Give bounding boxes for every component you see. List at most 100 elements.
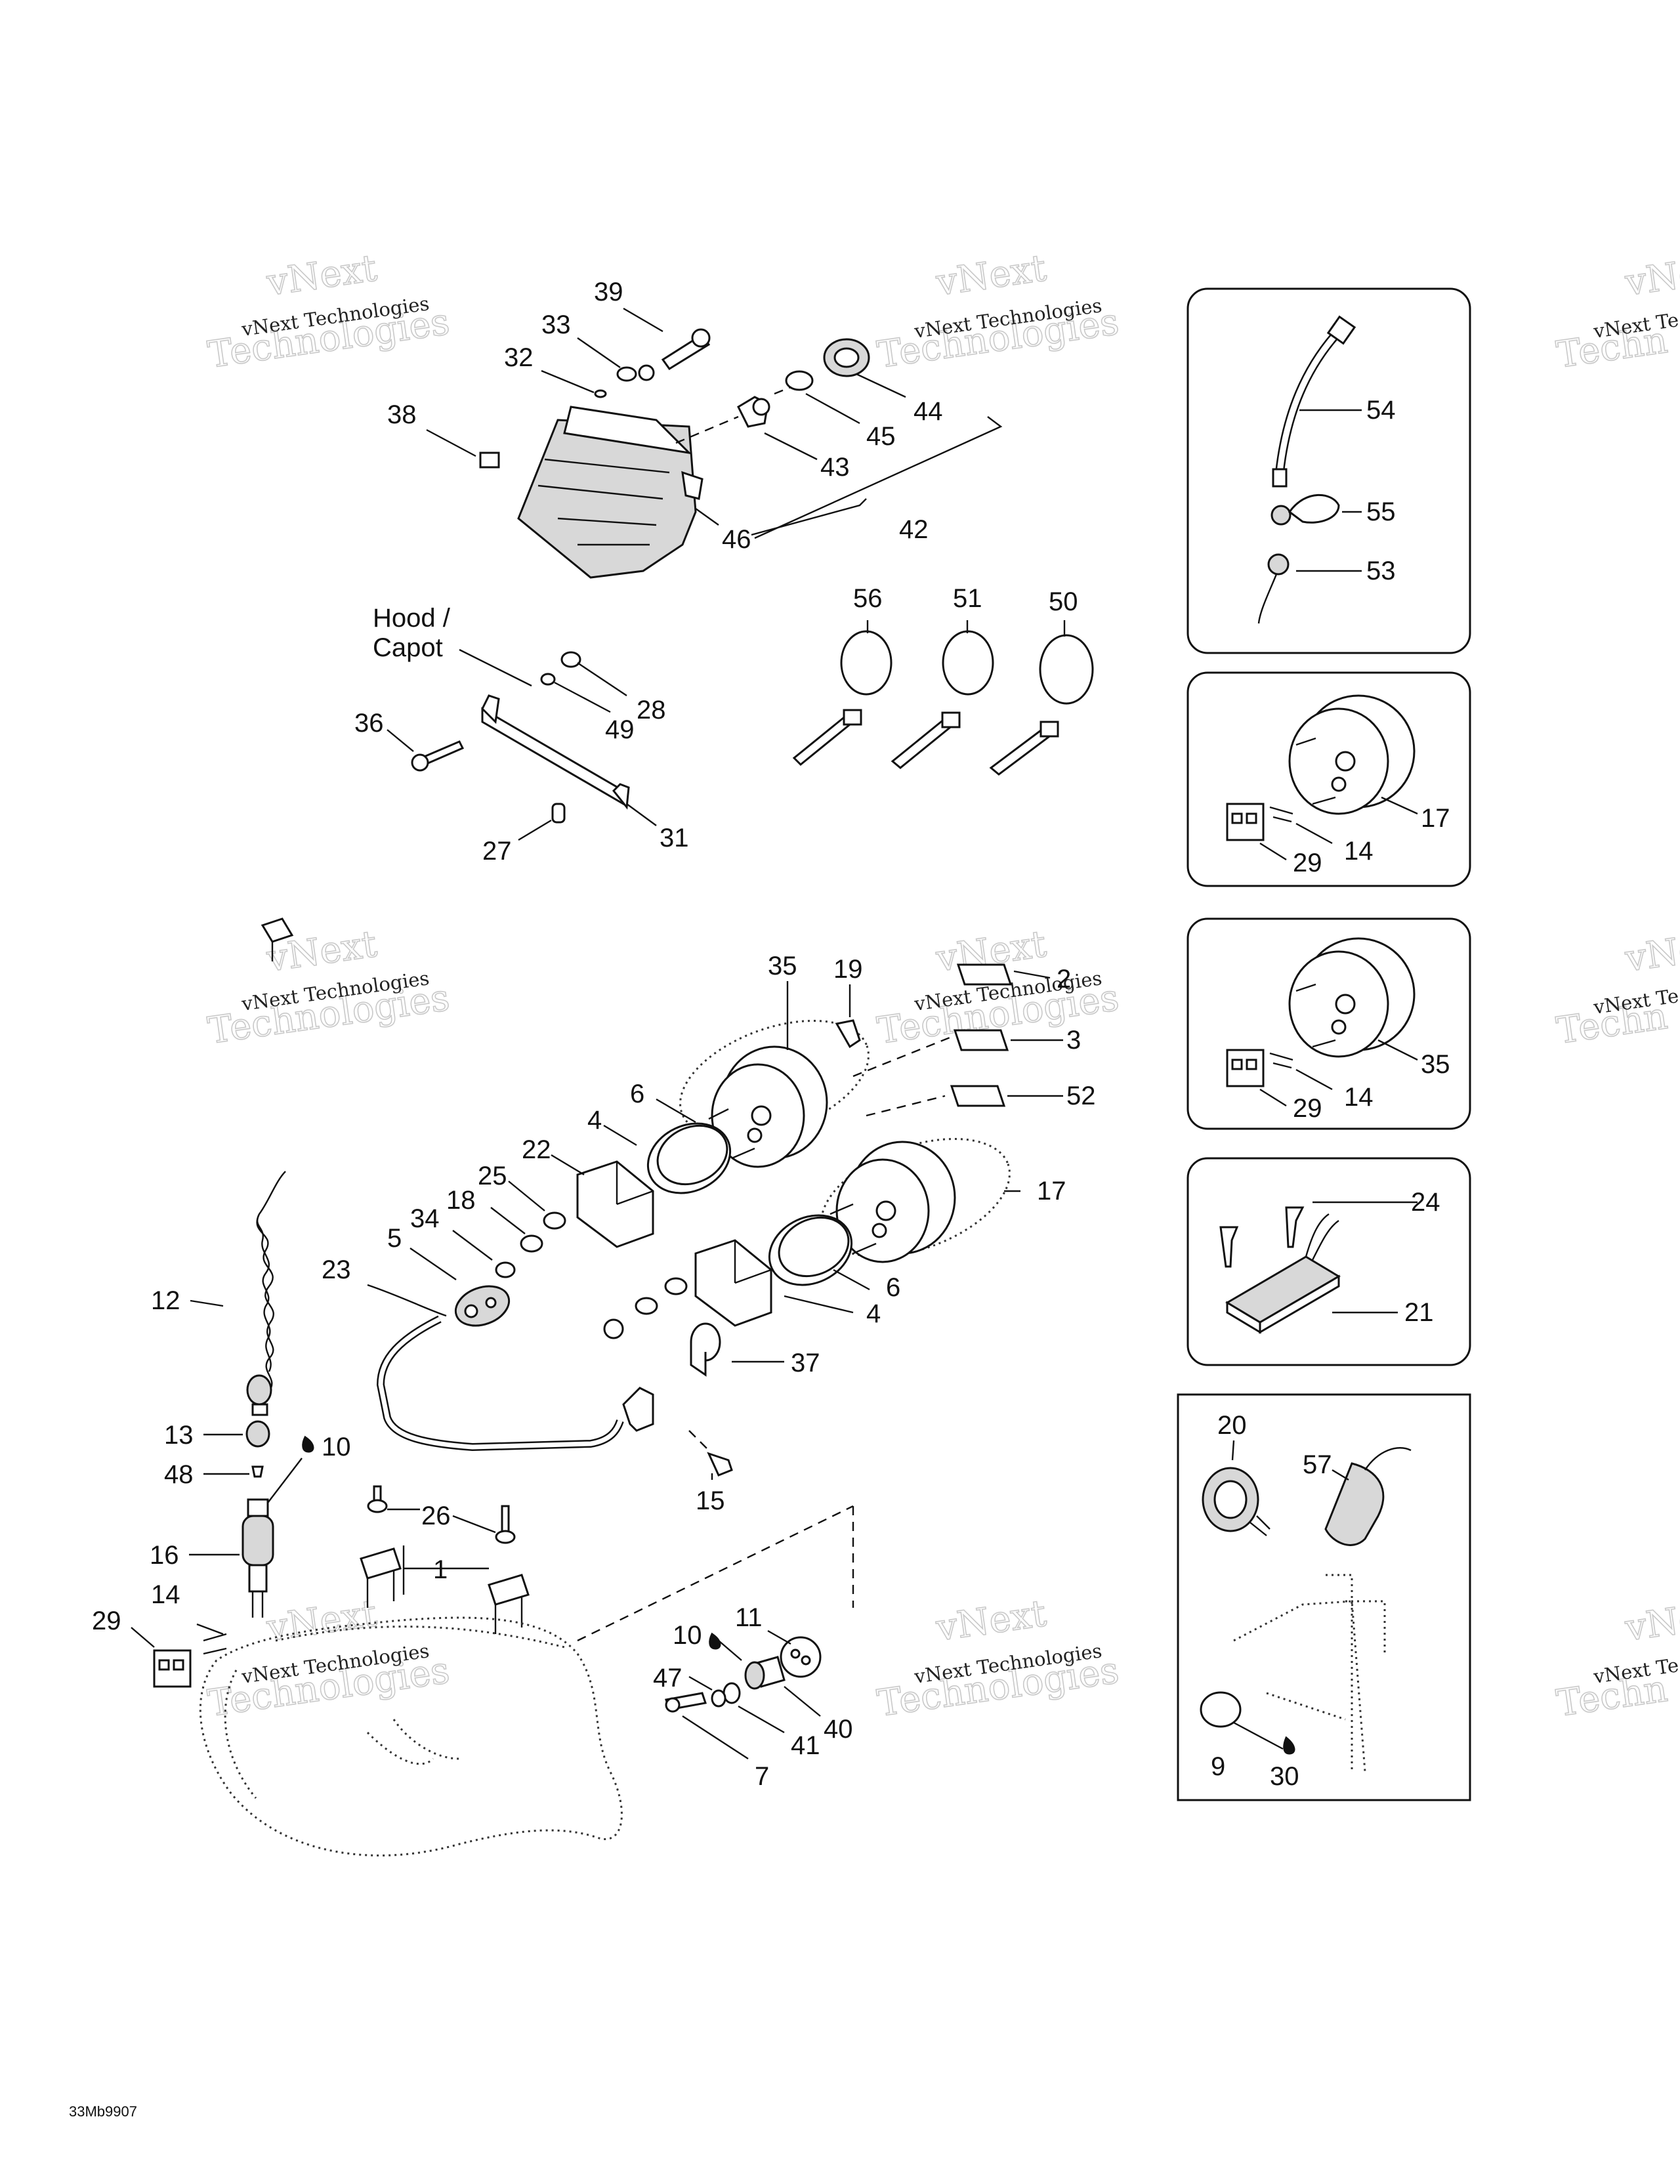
bracket-31 <box>481 707 625 806</box>
callout-28: 28 <box>637 696 666 724</box>
callout-57: 57 <box>1303 1450 1332 1479</box>
svg-text:vNext: vNext <box>933 247 1049 304</box>
grommet-48 <box>251 1465 264 1478</box>
callout-13: 13 <box>164 1421 194 1450</box>
callout-26: 26 <box>421 1502 451 1530</box>
callout-39: 39 <box>594 278 623 306</box>
connector-29a <box>1226 803 1265 841</box>
watermark-mid-left: vNext Technologies vNext Technologies <box>205 922 453 1053</box>
callout-18: 18 <box>446 1186 476 1215</box>
oring-9 <box>1200 1691 1242 1728</box>
regulator-21-detail <box>1219 1201 1418 1334</box>
callout-17: 17 <box>1037 1177 1066 1206</box>
watermark-top-center: vNext Technologies vNext Technologies <box>874 246 1122 377</box>
callout-4b: 4 <box>866 1299 881 1328</box>
bracket-4 <box>694 1239 772 1327</box>
watermark-top-left: vNext Technologies vNext Technologies <box>205 246 453 377</box>
watermark-mid-right: vNe Techn vNext Te <box>1553 927 1680 1053</box>
screw-15 <box>707 1452 733 1477</box>
cable-tie-56 <box>792 630 892 766</box>
svg-text:vNe: vNe <box>1622 252 1680 304</box>
callout-45: 45 <box>866 422 896 451</box>
headlight-housing <box>517 419 697 579</box>
callout-2: 2 <box>1057 965 1071 994</box>
body-16 <box>242 1515 274 1566</box>
callout-35a: 35 <box>1421 1050 1450 1079</box>
hood-label-line2: Capot <box>373 633 443 662</box>
callout-35: 35 <box>768 952 797 980</box>
callout-25: 25 <box>478 1162 507 1190</box>
screw-24b <box>1219 1226 1239 1268</box>
callout-9: 9 <box>1211 1752 1225 1781</box>
switch-16 <box>189 1420 314 1618</box>
callout-7: 7 <box>755 1762 769 1791</box>
callout-40: 40 <box>824 1715 853 1744</box>
callout-48: 48 <box>164 1460 194 1489</box>
callout-20: 20 <box>1217 1411 1247 1440</box>
callout-46: 46 <box>722 525 751 554</box>
callout-43: 43 <box>820 453 850 482</box>
bracket-1b <box>488 1574 530 1606</box>
washer-49 <box>540 673 556 686</box>
callout-32: 32 <box>504 343 534 372</box>
callout-47: 47 <box>653 1664 682 1692</box>
svg-text:vNext: vNext <box>933 1592 1049 1650</box>
callout-5: 5 <box>387 1224 402 1253</box>
callout-51: 51 <box>953 584 982 613</box>
callout-19: 19 <box>833 955 863 984</box>
washer-25 <box>543 1211 566 1230</box>
nut-34 <box>495 1261 516 1278</box>
inset-box-cable <box>1186 287 1471 654</box>
watermark-top-right: vNe Techn vNext Te <box>1553 251 1680 377</box>
callout-1: 1 <box>433 1555 448 1584</box>
hood-bracket <box>387 648 657 841</box>
nut-13 <box>245 1420 270 1448</box>
washer-33 <box>616 366 637 382</box>
callout-23: 23 <box>322 1255 351 1284</box>
headlight-tab <box>681 471 704 500</box>
callout-4a: 4 <box>587 1106 602 1135</box>
callout-22: 22 <box>522 1135 551 1164</box>
lamp-5 <box>454 1285 511 1327</box>
callout-54: 54 <box>1366 396 1396 425</box>
switch-52 <box>950 1085 1006 1107</box>
headlight-top-flange <box>563 406 692 455</box>
cap-55 <box>1270 505 1292 526</box>
holder-37a <box>622 1387 654 1432</box>
callout-17a: 17 <box>1421 804 1450 833</box>
callout-56: 56 <box>853 584 883 613</box>
callout-55: 55 <box>1366 497 1396 526</box>
sensor-detail <box>1200 1440 1412 1773</box>
retainer-45 <box>785 370 814 391</box>
callout-6b: 6 <box>886 1273 900 1302</box>
bracket-22 <box>576 1160 654 1248</box>
callout-31: 31 <box>660 824 689 852</box>
cable-tie-51 <box>891 630 994 769</box>
switch-2 <box>956 963 1013 986</box>
diagram-code: 33Mb9907 <box>69 2103 137 2120</box>
gauge-17-detail <box>1226 694 1418 861</box>
watermark-low-left: vNext Technologies vNext Technologies <box>205 1591 453 1725</box>
callout-15: 15 <box>696 1486 725 1515</box>
part-57 <box>1324 1462 1385 1546</box>
callout-24: 24 <box>1411 1188 1440 1217</box>
callout-41: 41 <box>791 1731 820 1760</box>
connector-29c <box>131 1623 227 1688</box>
svg-text:vNe: vNe <box>1622 1597 1680 1650</box>
callout-10a: 10 <box>322 1433 351 1461</box>
screw-24a <box>1285 1206 1305 1248</box>
callout-49: 49 <box>605 715 635 744</box>
svg-text:vNext: vNext <box>264 247 380 304</box>
watermark-low-right: vNe Techn vNext Te <box>1553 1597 1680 1726</box>
callout-36: 36 <box>354 709 384 738</box>
callout-14a: 14 <box>1344 837 1374 866</box>
callout-29b: 29 <box>1293 1094 1322 1123</box>
callout-50: 50 <box>1049 587 1078 616</box>
grommet-53 <box>1267 553 1290 576</box>
svg-text:vNe: vNe <box>1622 928 1680 980</box>
svg-text:vNext: vNext <box>264 1592 380 1650</box>
callout-34: 34 <box>410 1204 440 1233</box>
callout-14b: 14 <box>1344 1083 1374 1112</box>
callout-10b: 10 <box>673 1621 702 1650</box>
